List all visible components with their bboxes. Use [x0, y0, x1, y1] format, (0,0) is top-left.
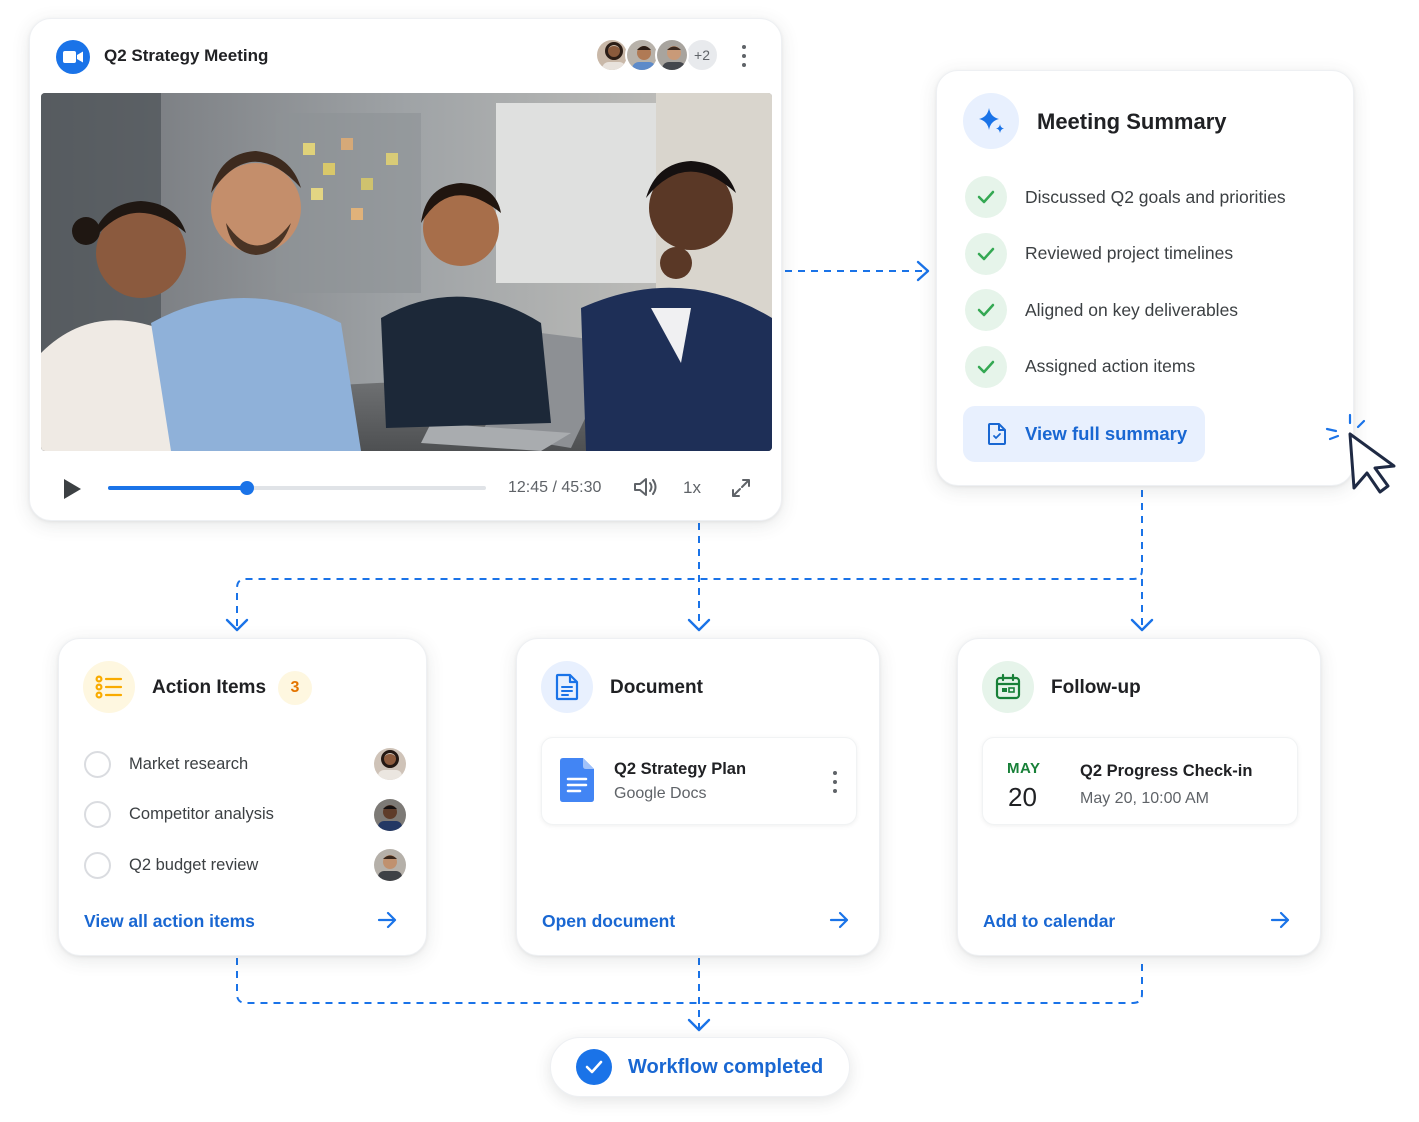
task-checkbox[interactable]: [84, 750, 111, 778]
follow-up-title: Follow-up: [1051, 677, 1141, 698]
calendar-icon: [982, 661, 1034, 713]
avatar: [374, 849, 406, 881]
view-full-summary-label: View full summary: [1025, 423, 1188, 444]
meeting-video-image: [41, 93, 772, 451]
task-label: Q2 budget review: [129, 855, 259, 874]
document-icon: [988, 423, 1006, 445]
summary-item-text: Aligned on key deliverables: [1025, 299, 1239, 320]
video-controls: 12:45 / 45:30 1x: [30, 459, 781, 515]
play-icon[interactable]: [64, 479, 81, 499]
action-items-count-badge: 3: [278, 671, 312, 705]
action-items-title: Action Items: [152, 677, 267, 698]
task-checkbox[interactable]: [84, 801, 111, 829]
google-docs-icon: [560, 758, 594, 802]
list-item: Aligned on key deliverables: [965, 282, 1286, 339]
event-datetime: May 20, 10:00 AM: [1080, 790, 1209, 807]
avatar[interactable]: [595, 38, 629, 72]
summary-item-text: Discussed Q2 goals and priorities: [1025, 186, 1286, 207]
participant-avatars[interactable]: +2: [595, 38, 719, 74]
avatar[interactable]: [625, 38, 659, 72]
sparkle-icon: [963, 93, 1019, 149]
check-icon: [965, 345, 1007, 388]
view-all-action-items-link[interactable]: View all action items: [84, 911, 255, 931]
list-item[interactable]: Competitor analysis: [84, 790, 406, 841]
document-card: Document Q2 Strategy Plan Google Docs Op…: [516, 638, 880, 956]
document-file-name: Q2 Strategy Plan: [614, 760, 747, 778]
arrow-right-icon[interactable]: [376, 909, 398, 931]
calendar-event-item[interactable]: MAY 20 Q2 Progress Check-in May 20, 10:0…: [982, 737, 1298, 825]
task-label: Competitor analysis: [129, 805, 274, 824]
arrow-right-icon[interactable]: [828, 909, 850, 931]
meeting-header: Q2 Strategy Meeting +2: [30, 19, 781, 93]
avatar[interactable]: [655, 38, 689, 72]
more-options-icon[interactable]: [741, 45, 747, 67]
workflow-status-text: Workflow completed: [628, 1055, 824, 1078]
summary-item-text: Assigned action items: [1025, 356, 1196, 377]
open-document-link[interactable]: Open document: [542, 911, 676, 931]
task-checkbox[interactable]: [84, 851, 111, 879]
list-item: Assigned action items: [965, 339, 1286, 396]
check-icon: [965, 289, 1007, 332]
check-icon: [965, 232, 1007, 275]
summary-list: Discussed Q2 goals and priorities Review…: [965, 169, 1286, 395]
more-participants-badge[interactable]: +2: [685, 38, 719, 72]
seek-bar-progress: [108, 486, 247, 490]
meeting-title: Q2 Strategy Meeting: [104, 46, 269, 65]
seek-bar[interactable]: [108, 481, 486, 495]
avatar: [374, 798, 406, 831]
summary-item-text: Reviewed project timelines: [1025, 243, 1234, 264]
document-file-app: Google Docs: [614, 785, 707, 802]
more-options-icon[interactable]: [832, 771, 838, 793]
list-item[interactable]: Market research: [84, 739, 406, 790]
avatar: [374, 748, 406, 780]
document-icon: [541, 661, 593, 713]
list-item: Reviewed project timelines: [965, 226, 1286, 283]
task-label: Market research: [129, 754, 249, 773]
view-full-summary-button[interactable]: View full summary: [963, 406, 1205, 462]
action-items-list: Market research Competitor analysis Q2 b…: [84, 739, 406, 891]
meeting-video-card: Q2 Strategy Meeting +2: [29, 18, 782, 521]
action-items-card: Action Items 3 Market research Competito…: [58, 638, 427, 956]
arrow-right-icon[interactable]: [1269, 909, 1291, 931]
playback-speed-button[interactable]: 1x: [683, 478, 701, 497]
add-to-calendar-link[interactable]: Add to calendar: [983, 911, 1116, 931]
fullscreen-icon[interactable]: [730, 477, 752, 499]
playback-time: 12:45 / 45:30: [508, 479, 602, 496]
event-name: Q2 Progress Check-in: [1080, 762, 1253, 780]
checklist-icon: [83, 661, 135, 713]
meeting-summary-card: Meeting Summary Discussed Q2 goals and p…: [936, 70, 1354, 486]
check-circle-icon: [576, 1049, 612, 1085]
list-item: Discussed Q2 goals and priorities: [965, 169, 1286, 226]
check-icon: [965, 176, 1007, 219]
summary-title: Meeting Summary: [1037, 109, 1227, 134]
list-item[interactable]: Q2 budget review: [84, 840, 406, 891]
video-frame[interactable]: [41, 93, 772, 451]
video-camera-icon: [56, 40, 90, 74]
seek-bar-handle[interactable]: [239, 481, 254, 495]
document-title: Document: [610, 677, 703, 698]
follow-up-card: Follow-up MAY 20 Q2 Progress Check-in Ma…: [957, 638, 1321, 956]
mouse-pointer-icon: [1325, 413, 1396, 494]
event-month: MAY: [1007, 760, 1041, 777]
workflow-completed-badge: Workflow completed: [550, 1037, 850, 1097]
event-day: 20: [1008, 782, 1037, 812]
document-file-item[interactable]: Q2 Strategy Plan Google Docs: [541, 737, 857, 825]
volume-icon[interactable]: [632, 475, 658, 499]
